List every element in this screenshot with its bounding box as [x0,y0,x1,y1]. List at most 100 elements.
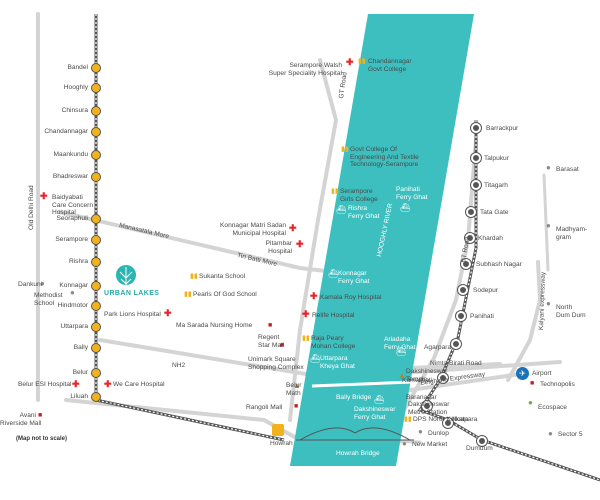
dakshineswar-metro-label: Dakshineswar Metro Station [408,401,450,416]
rangoli-label: Rangoli Mall [246,404,283,411]
school-icon: ▮▮ [358,58,366,65]
dankuni-label: Dankuni [18,281,43,288]
station-label-hindmotor: Hindmotor [57,302,88,309]
station-label-noapara: Noapara [452,416,478,423]
konnagar-matri-label: Konnagar Matri Sadan Municipal Hospital [220,222,286,237]
ferry-icon: ⛴ [328,269,339,278]
location-pin-icon: ● [40,279,45,288]
station-label-sodepur: Sodepur [473,287,498,294]
station-marker-subhash-nagar [461,259,471,269]
station-label-uttarpara: Uttarpara [60,323,89,330]
hospital-icon: ✚ [296,239,304,249]
airplane-icon: ✈ [516,367,529,380]
station-label-konnagar: Konnagar [59,282,88,289]
station-marker-serampore [91,235,101,245]
station-marker-bandel [91,63,101,73]
dakshineswar-temple-label: Dakshineswar Temple [406,368,448,383]
tree-icon: ● [528,398,533,407]
konnagar-ghat-label: Konnagar Ferry Ghat [338,270,370,285]
howrah-bridge-drawing [296,427,414,441]
scale-note: (Map not to scale) [16,436,68,442]
ferry-icon: ⛴ [336,205,347,214]
station-marker-panihati [456,311,466,321]
station-label-bhadreswar: Bhadreswar [52,173,88,180]
station-label-bandel: Bandel [67,64,88,71]
airport-label: Airport [532,370,552,377]
station-label-barrackpur: Barrackpur [486,125,519,132]
hospital-icon: ✚ [310,291,318,301]
gt-road [288,58,339,422]
dunlop-label: Dunlop [428,430,449,437]
urban-lakes-tree-icon [116,265,136,289]
serampore-walsh-label: Serampore Walsh Super Speciality Hospita… [268,62,342,77]
shopping-bag-icon: ■ [294,403,299,410]
location-pin-icon: ● [546,221,551,230]
station-marker-barrackpur [471,123,481,133]
shopping-bag-icon: ■ [280,342,285,349]
station-label-serampore: Serampore [55,236,88,243]
school-icon: ▮▮ [404,416,412,423]
station-label-agarpara: Agarpara [424,344,452,351]
station-label-titagarh: Titagarh [484,182,508,189]
temple-icon: ▲ [293,381,301,390]
location-pin-icon: ● [546,299,551,308]
rishra-ghat-label: Rishra Ferry Ghat [348,205,380,220]
station-label-dumdum: Dumdum [466,445,493,452]
pearls-label: Pearls Of God School [193,291,257,298]
unimark-label: Unimark Square Shopping Complex [248,356,304,371]
station-marker-bhadreswar [91,172,101,182]
raja-peary-label: Raja Peary Mohan College [311,335,356,350]
station-label-subhash-nagar: Subhash Nagar [476,261,522,268]
station-label-chinsura: Chinsura [61,107,88,114]
dps-label: DPS North Kolkata [413,416,469,423]
technopolis-label: Technopolis [540,381,575,388]
station-label-rishra: Rishra [68,258,88,265]
kamala-roy-label: Kamala Roy Hospital [320,294,382,301]
shopping-bag-icon: ■ [268,322,273,329]
hospital-icon: ✚ [72,379,80,389]
station-label-hooghly: Hooghly [63,84,88,91]
school-icon: ▮▮ [190,273,198,280]
station-marker-titagarh [471,180,481,190]
ma-sarada-label: Ma Sarada Nursing Home [176,322,253,329]
nh2-label: NH2 [172,362,186,369]
location-pin-icon: ● [402,439,407,448]
station-label-seoraphuli: Seoraphuli [56,215,88,222]
belur-esi-label: Belur ESI Hospital [18,381,72,388]
station-label-baranagar: Baranagar [406,394,437,401]
dakshineswar-ghat-label: Dakshineswar Ferry Ghat [354,406,396,421]
station-label-liluah: Liluah [70,393,88,400]
station-label-tata-gate: Tata Gate [480,209,509,216]
school-icon: ▮▮ [331,188,339,195]
nimta-road [408,362,502,370]
bally-bridge-label: Bally Bridge [336,394,372,401]
kalyani-expressway [506,260,543,382]
baidyabati-label: Baidyabati Care Concern Hospital [52,194,94,216]
belgharia-expressway [408,372,522,392]
station-marker-maankundu [91,150,101,160]
location-pin-icon: ● [70,288,75,297]
regent-label: Regent Star Mall [258,334,285,349]
sector5-label: Sector 5 [558,431,583,438]
shopping-bag-icon: ■ [38,412,43,419]
station-marker-belur [91,368,101,378]
serampore-girls-label: Serampore Girls College [340,188,378,203]
panihati-ghat-label: Panihati Ferry Ghat [396,186,428,201]
nimta-road-label: Nimta Birati Road [430,360,482,367]
station-label-maankundu: Maankundu [53,151,88,158]
school-icon: ▮▮ [341,146,349,153]
station-marker-talpukur [471,153,481,163]
sukanta-label: Sukanta School [199,273,246,280]
station-marker-konnagar [91,281,101,291]
station-marker-rishra [91,257,101,267]
school-icon: ▮▮ [302,335,310,342]
ferry-icon: ⛴ [310,354,321,363]
hospital-icon: ✚ [104,379,112,389]
govt-college-label: Govt College Of Engineering And Textile … [350,146,419,168]
barasat-road [542,173,550,272]
station-marker-bally [91,343,101,353]
hooghly-river [290,14,474,466]
ariadaha-ghat-label: Ariadaha Ferry Ghat [384,336,416,351]
hospital-icon: ✚ [346,57,354,67]
